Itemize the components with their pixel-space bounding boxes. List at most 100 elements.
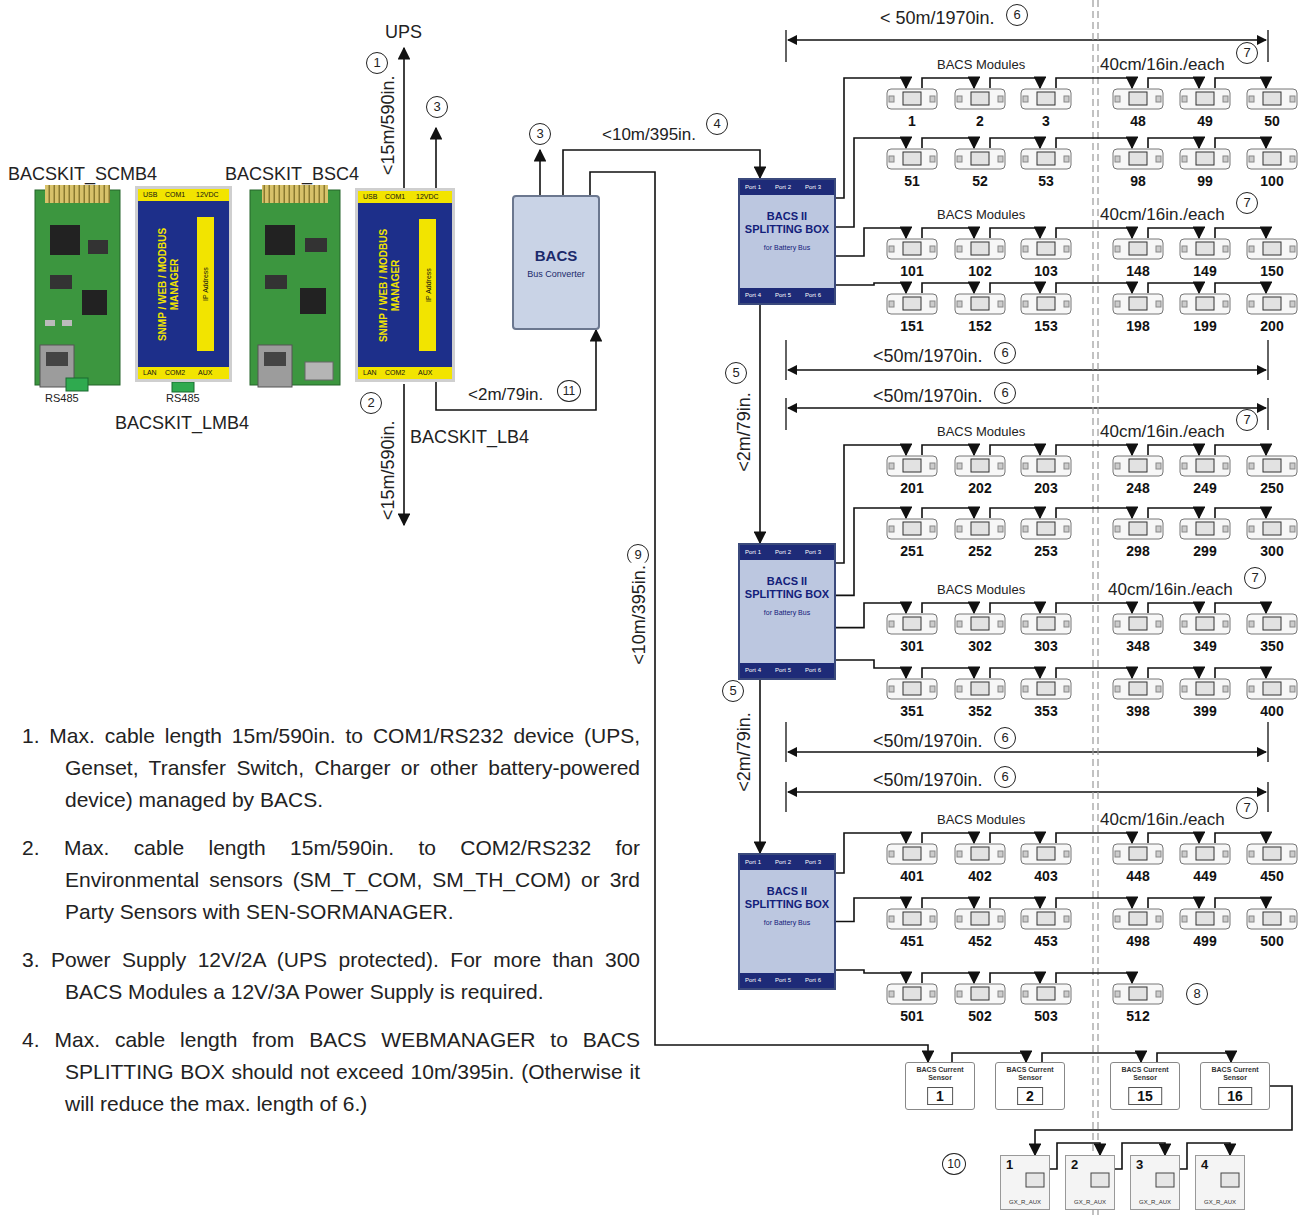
module-icon <box>1020 88 1072 110</box>
module-icon <box>886 293 938 315</box>
bus-cable <box>1215 228 1266 238</box>
part-label: BACS Modules <box>937 813 1025 828</box>
module-number: 152 <box>954 318 1006 334</box>
bacs-module: 99 <box>1179 148 1231 170</box>
node-text: 4 <box>1201 1158 1208 1173</box>
part-label: 40cm/16in./each <box>1100 422 1225 442</box>
callout-number: 3 <box>426 96 448 118</box>
module-icon <box>886 518 938 540</box>
module-number: 349 <box>1179 638 1231 654</box>
part-label: <50m/1970in. <box>873 731 983 752</box>
bus-cable <box>922 508 974 518</box>
callout-number: 7 <box>1244 567 1266 589</box>
module-icon <box>1112 518 1164 540</box>
module-number: 202 <box>954 480 1006 496</box>
node-text: 2 <box>1017 1087 1043 1105</box>
node-text: Port 4 <box>745 667 761 674</box>
gx-aux-module: 3GX_R_AUX <box>1130 1155 1180 1210</box>
callout-number: 6 <box>994 727 1016 749</box>
bacs-module: 98 <box>1112 148 1164 170</box>
module-number: 252 <box>954 543 1006 559</box>
module-number: 500 <box>1246 933 1298 949</box>
module-icon <box>954 148 1006 170</box>
terminal-icon <box>1155 1172 1175 1188</box>
module-icon <box>1246 238 1298 260</box>
bus-cable <box>1215 508 1266 518</box>
node-text: 12VDC <box>416 193 439 201</box>
callout-number: 6 <box>994 342 1016 364</box>
bus-cable <box>922 668 974 678</box>
node-text: LAN <box>363 369 377 377</box>
callout-number: 10 <box>942 1153 966 1175</box>
bus-cable <box>1215 833 1266 843</box>
bus-cable <box>1056 898 1132 908</box>
module-number: 451 <box>886 933 938 949</box>
bus-cable <box>922 973 974 983</box>
node-text: Port 3 <box>805 184 821 191</box>
module-number: 400 <box>1246 703 1298 719</box>
bacs-module: 352 <box>954 678 1006 700</box>
module-icon <box>1179 148 1231 170</box>
bacs-module: 151 <box>886 293 938 315</box>
node-text: SNMP / WEB / MODBUS MANAGER <box>378 210 401 360</box>
node-text: 3 <box>1136 1158 1143 1173</box>
bacs-module: 353 <box>1020 678 1072 700</box>
bacs-module: 150 <box>1246 238 1298 260</box>
cable-length-label: <10m/395in. <box>600 126 698 145</box>
node-text: BACS Current Sensor <box>906 1066 974 1082</box>
node-text: AUX <box>198 369 212 377</box>
bacs-module: 1 <box>886 88 938 110</box>
bus-cable <box>952 1053 1026 1062</box>
bacs-module: 103 <box>1020 238 1072 260</box>
bus-cable <box>922 78 974 88</box>
node-text: Port 1 <box>745 549 761 556</box>
node-text: Port 6 <box>805 292 821 299</box>
module-number: 303 <box>1020 638 1072 654</box>
module-icon <box>954 518 1006 540</box>
module-icon <box>1179 455 1231 477</box>
bus-cable <box>990 603 1040 613</box>
bacs-module: 101 <box>886 238 938 260</box>
bus-cable <box>1215 138 1266 148</box>
node-text: 2 <box>1071 1158 1078 1173</box>
module-number: 351 <box>886 703 938 719</box>
cable-length-label: <2m/79in. <box>466 386 545 405</box>
bus-cable <box>1215 898 1266 908</box>
node-text: IP Address <box>202 267 210 301</box>
node-text: BACS <box>514 247 598 264</box>
bacs-module: 200 <box>1246 293 1298 315</box>
module-icon <box>1020 908 1072 930</box>
module-number: 148 <box>1112 263 1164 279</box>
bacs-module: 453 <box>1020 908 1072 930</box>
module-number: 503 <box>1020 1008 1072 1024</box>
bacs-module: 503 <box>1020 983 1072 1005</box>
part-label: < 50m/1970in. <box>880 8 995 29</box>
break-line <box>1093 0 1098 1215</box>
rs485-terminal <box>172 382 194 392</box>
module-icon <box>954 678 1006 700</box>
bus-cable <box>922 445 974 455</box>
module-number: 249 <box>1179 480 1231 496</box>
bacs-module: 102 <box>954 238 1006 260</box>
module-number: 52 <box>954 173 1006 189</box>
manager-card: USBCOM112VDCSNMP / WEB / MODBUS MANAGERI… <box>355 188 455 382</box>
module-icon <box>1246 88 1298 110</box>
bus-cable <box>1056 228 1132 238</box>
module-icon <box>954 293 1006 315</box>
current-sensor: BACS Current Sensor15 <box>1110 1062 1180 1110</box>
bus-cable <box>1042 1053 1141 1062</box>
module-number: 402 <box>954 868 1006 884</box>
bacs-module: 3 <box>1020 88 1072 110</box>
module-icon <box>954 88 1006 110</box>
module-number: 53 <box>1020 173 1072 189</box>
module-number: 153 <box>1020 318 1072 334</box>
bus-cable <box>759 680 761 853</box>
bus-cable <box>759 305 761 543</box>
module-icon <box>1112 613 1164 635</box>
module-icon <box>1020 238 1072 260</box>
module-number: 353 <box>1020 703 1072 719</box>
bus-cable <box>1215 283 1266 293</box>
module-icon <box>1179 88 1231 110</box>
module-number: 398 <box>1112 703 1164 719</box>
bacs-module: 348 <box>1112 613 1164 635</box>
